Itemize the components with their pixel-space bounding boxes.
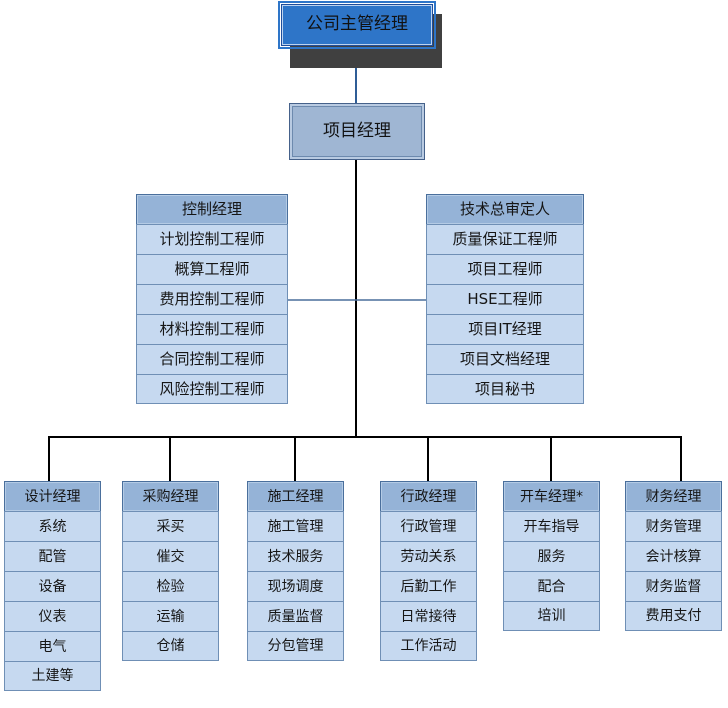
column-design-item-1[interactable]: 配管 (4, 541, 101, 571)
column-construction: 施工经理 施工管理 技术服务 现场调度 质量监督 分包管理 (247, 481, 344, 661)
column-control-item-5[interactable]: 风险控制工程师 (136, 374, 288, 404)
column-technical-item-1[interactable]: 项目工程师 (426, 254, 584, 284)
column-design-item-3[interactable]: 仪表 (4, 601, 101, 631)
column-administration: 行政经理 行政管理 劳动关系 后勤工作 日常接待 工作活动 (380, 481, 477, 661)
column-design: 设计经理 系统 配管 设备 仪表 电气 土建等 (4, 481, 101, 691)
project-manager-box[interactable]: 项目经理 (289, 103, 425, 160)
column-finance: 财务经理 财务管理 会计核算 财务监督 费用支付 (625, 481, 722, 631)
column-control-item-4[interactable]: 合同控制工程师 (136, 344, 288, 374)
column-design-item-5[interactable]: 土建等 (4, 661, 101, 691)
column-startup-head[interactable]: 开车经理* (503, 481, 600, 511)
column-administration-head[interactable]: 行政经理 (380, 481, 477, 511)
executive-label: 公司主管经理 (306, 14, 408, 35)
column-technical-head[interactable]: 技术总审定人 (426, 194, 584, 224)
column-procurement-item-2[interactable]: 检验 (122, 571, 219, 601)
column-construction-item-4[interactable]: 分包管理 (247, 631, 344, 661)
column-control-item-0[interactable]: 计划控制工程师 (136, 224, 288, 254)
column-startup-item-2[interactable]: 配合 (503, 571, 600, 601)
column-control-item-3[interactable]: 材料控制工程师 (136, 314, 288, 344)
column-administration-item-0[interactable]: 行政管理 (380, 511, 477, 541)
column-construction-head[interactable]: 施工经理 (247, 481, 344, 511)
column-technical-item-4[interactable]: 项目文档经理 (426, 344, 584, 374)
column-finance-item-0[interactable]: 财务管理 (625, 511, 722, 541)
column-finance-head[interactable]: 财务经理 (625, 481, 722, 511)
column-startup: 开车经理* 开车指导 服务 配合 培训 (503, 481, 600, 631)
column-technical: 技术总审定人 质量保证工程师 项目工程师 HSE工程师 项目IT经理 项目文档经… (426, 194, 584, 404)
column-technical-item-2[interactable]: HSE工程师 (426, 284, 584, 314)
column-design-item-2[interactable]: 设备 (4, 571, 101, 601)
column-construction-item-1[interactable]: 技术服务 (247, 541, 344, 571)
column-control-head[interactable]: 控制经理 (136, 194, 288, 224)
column-startup-item-1[interactable]: 服务 (503, 541, 600, 571)
column-finance-item-2[interactable]: 财务监督 (625, 571, 722, 601)
column-procurement-item-4[interactable]: 仓储 (122, 631, 219, 661)
column-finance-item-1[interactable]: 会计核算 (625, 541, 722, 571)
column-control-item-1[interactable]: 概算工程师 (136, 254, 288, 284)
column-design-item-4[interactable]: 电气 (4, 631, 101, 661)
column-procurement-item-1[interactable]: 催交 (122, 541, 219, 571)
column-procurement-item-3[interactable]: 运输 (122, 601, 219, 631)
column-administration-item-3[interactable]: 日常接待 (380, 601, 477, 631)
column-startup-item-0[interactable]: 开车指导 (503, 511, 600, 541)
column-administration-item-1[interactable]: 劳动关系 (380, 541, 477, 571)
column-startup-item-3[interactable]: 培训 (503, 601, 600, 631)
column-construction-item-2[interactable]: 现场调度 (247, 571, 344, 601)
column-design-item-0[interactable]: 系统 (4, 511, 101, 541)
column-technical-item-5[interactable]: 项目秘书 (426, 374, 584, 404)
column-administration-item-2[interactable]: 后勤工作 (380, 571, 477, 601)
column-administration-item-4[interactable]: 工作活动 (380, 631, 477, 661)
column-design-head[interactable]: 设计经理 (4, 481, 101, 511)
column-technical-item-3[interactable]: 项目IT经理 (426, 314, 584, 344)
executive-box[interactable]: 公司主管经理 (278, 1, 436, 49)
column-technical-item-0[interactable]: 质量保证工程师 (426, 224, 584, 254)
column-construction-item-0[interactable]: 施工管理 (247, 511, 344, 541)
project-manager-label: 项目经理 (323, 120, 391, 141)
column-procurement-head[interactable]: 采购经理 (122, 481, 219, 511)
column-procurement: 采购经理 采买 催交 检验 运输 仓储 (122, 481, 219, 661)
column-construction-item-3[interactable]: 质量监督 (247, 601, 344, 631)
column-control: 控制经理 计划控制工程师 概算工程师 费用控制工程师 材料控制工程师 合同控制工… (136, 194, 288, 404)
column-finance-item-3[interactable]: 费用支付 (625, 601, 722, 631)
column-procurement-item-0[interactable]: 采买 (122, 511, 219, 541)
column-control-item-2[interactable]: 费用控制工程师 (136, 284, 288, 314)
